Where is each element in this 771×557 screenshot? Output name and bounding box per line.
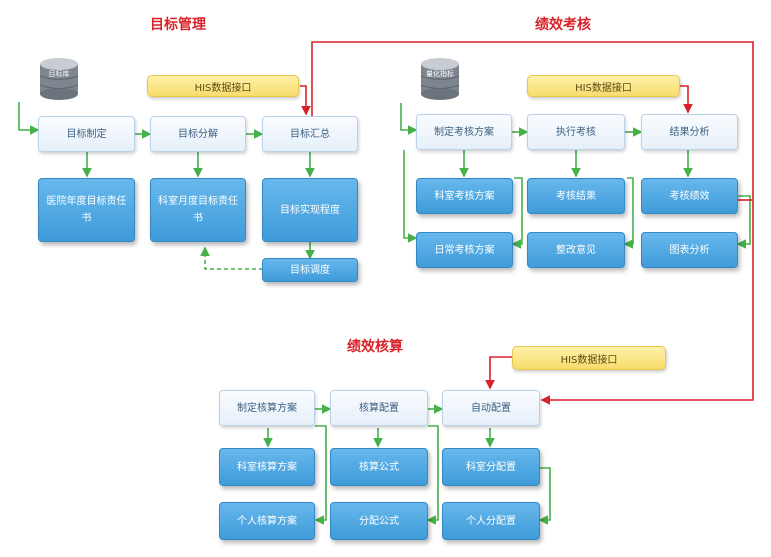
output-dept-accounting-plan: 科室核算方案	[219, 448, 315, 486]
step-accounting-config: 核算配置	[330, 390, 428, 426]
database-label-target: 目标库	[48, 70, 70, 78]
output-personal-accounting-plan: 个人核算方案	[219, 502, 315, 540]
his-interface-target: HIS数据接口	[147, 75, 299, 97]
database-icon-assessment: 量化指标	[419, 56, 461, 102]
output-chart-analysis: 图表分析	[641, 232, 738, 268]
output-goal-dispatch: 目标调度	[262, 258, 358, 282]
output-distribution-formula: 分配公式	[330, 502, 428, 540]
step-goal-setting: 目标制定	[38, 116, 135, 152]
output-hospital-annual-goal: 医院年度目标责任书	[38, 178, 135, 242]
step-result-analysis: 结果分析	[641, 114, 738, 150]
step-execute-assessment: 执行考核	[527, 114, 625, 150]
database-label-assessment: 量化指标	[426, 70, 454, 78]
output-dept-monthly-goal: 科室月度目标责任书	[150, 178, 246, 242]
output-daily-assessment-plan: 日常考核方案	[416, 232, 513, 268]
step-goal-decompose: 目标分解	[150, 116, 246, 152]
his-interface-assessment: HIS数据接口	[527, 75, 680, 97]
section-title-assessment: 绩效考核	[535, 17, 591, 33]
output-assessment-performance: 考核绩效	[641, 178, 738, 214]
output-rectification: 整改意见	[527, 232, 625, 268]
output-accounting-formula: 核算公式	[330, 448, 428, 486]
section-title-accounting: 绩效核算	[347, 339, 403, 355]
output-dept-distribution-config: 科室分配置	[442, 448, 540, 486]
output-personal-distribution-config: 个人分配置	[442, 502, 540, 540]
output-dept-assessment-plan: 科室考核方案	[416, 178, 513, 214]
step-make-accounting-plan: 制定核算方案	[219, 390, 315, 426]
section-title-target: 目标管理	[150, 17, 206, 33]
output-goal-achievement: 目标实现程度	[262, 178, 358, 242]
database-icon-target: 目标库	[38, 56, 80, 102]
step-goal-summary: 目标汇总	[262, 116, 358, 152]
output-assessment-result: 考核结果	[527, 178, 625, 214]
step-auto-config: 自动配置	[442, 390, 540, 426]
his-interface-accounting: HIS数据接口	[512, 346, 666, 370]
step-make-assessment-plan: 制定考核方案	[416, 114, 512, 150]
